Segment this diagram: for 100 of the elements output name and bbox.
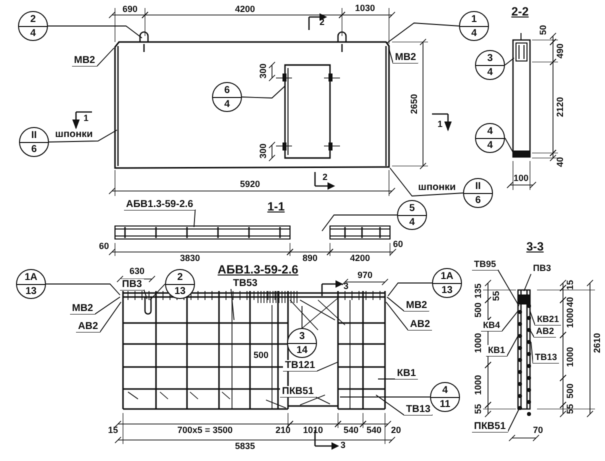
part-label: АБВ1.3-59-2.6 (124, 199, 196, 210)
callout-circle (432, 268, 462, 298)
dimension-value: 40 (565, 297, 575, 307)
callout-number: 4 (408, 217, 416, 228)
callout-circle (459, 11, 489, 41)
callout-number: 4 (486, 126, 494, 137)
dimension-value: 1030 (354, 3, 376, 13)
dimension-value: 210 (275, 425, 291, 435)
dimension-value: 700x5 = 3500 (177, 425, 233, 435)
section-title: 3-3 (526, 240, 544, 254)
dimension-value: 500 (253, 350, 269, 360)
dimension-value: 55 (491, 291, 501, 301)
part-label: КВ4 (481, 320, 502, 331)
dimension-value: 3830 (180, 253, 200, 263)
callout-number: 1 (470, 14, 478, 25)
dimension-value: 300 (258, 143, 268, 159)
callout-number: 4 (223, 99, 231, 110)
callout-number: 14 (295, 345, 309, 356)
callout-circle (397, 200, 427, 230)
part-label: ПКВ51 (472, 421, 508, 432)
callout-circle (430, 382, 460, 412)
dimension-value: 540 (343, 425, 359, 435)
dimension-value: 1010 (302, 425, 324, 435)
leader-line (48, 130, 118, 142)
dimension-value: 50 (538, 25, 548, 35)
section-mark-number: 2 (322, 172, 328, 182)
part-label: АВ2 (408, 319, 432, 330)
leader-line (504, 58, 514, 66)
dimension-value: 2120 (555, 96, 565, 118)
part-label: ТВ13 (404, 404, 432, 415)
callout-number: 1А (24, 272, 38, 283)
part-label: МВ2 (404, 300, 430, 311)
callout-number: 13 (173, 286, 187, 297)
part-label: шпонки (418, 183, 456, 193)
dimension-value: 100 (513, 173, 529, 183)
leader-line (242, 86, 286, 98)
dimension-value: 500 (473, 302, 483, 318)
dimension-value: 70 (533, 425, 543, 435)
leader-line (388, 282, 432, 296)
leader-line (340, 396, 430, 398)
section-title: АБВ1.3-59-2.6 (218, 264, 298, 276)
dimension-value: 1000 (473, 374, 483, 396)
leader-line (46, 284, 120, 296)
callout-number: 13 (440, 285, 454, 296)
part-label: КВ1 (486, 345, 507, 356)
part-label: ТВ121 (283, 360, 318, 371)
section-mark-number: 3 (340, 440, 346, 450)
callout-number: 3 (298, 331, 306, 342)
section-mark-number: 1 (438, 119, 442, 129)
dimension-value: 40 (555, 157, 565, 167)
callout-circle (19, 127, 49, 157)
part-label: ТВ13 (533, 352, 560, 363)
part-label: МВ2 (72, 55, 98, 66)
callout-number: 4 (470, 28, 478, 39)
callout-circle (287, 328, 317, 358)
dimension-value: 970 (357, 270, 373, 280)
dimension-value: 490 (555, 43, 565, 59)
leader-line (386, 22, 460, 44)
callout-circle (475, 123, 505, 153)
leader-line (504, 138, 514, 154)
leader-line (48, 26, 142, 38)
callout-number: 4 (441, 385, 449, 396)
dimension-value: 60 (393, 239, 403, 249)
leader-line (322, 214, 398, 232)
callout-number: 6 (30, 144, 38, 155)
dimension-value: 135 (473, 283, 483, 299)
part-label: АВ2 (76, 321, 100, 332)
leader-line (150, 284, 166, 300)
dimension-value: 20 (391, 425, 401, 435)
callout-number: 5 (408, 203, 416, 214)
callout-circle (16, 269, 46, 299)
callout-circle (165, 269, 195, 299)
part-label: МВ2 (393, 52, 418, 63)
part-label: МВ2 (70, 303, 96, 314)
callout-number: 2 (29, 14, 37, 25)
callout-number: 4 (29, 28, 37, 39)
dimension-value: 890 (302, 253, 318, 263)
callout-circle (463, 178, 493, 208)
dimension-value: 300 (258, 63, 268, 79)
callout-number: 2 (176, 272, 184, 283)
dimension-value: 5835 (234, 441, 256, 451)
callout-number: 3 (486, 53, 494, 64)
dimension-value: 630 (129, 266, 145, 276)
callout-number: II (474, 181, 482, 192)
section-mark-number: 1 (84, 113, 88, 123)
part-label: шпонки (55, 130, 93, 140)
dimension-value: 60 (99, 241, 109, 251)
callout-number: 1А (440, 271, 454, 282)
dimension-value: 55 (473, 404, 483, 414)
dimension-value: 1000 (565, 308, 575, 328)
part-label: КВ21 (535, 314, 562, 325)
callout-circle (212, 82, 242, 112)
section-mark-number: 3 (344, 281, 348, 291)
part-label: ПВ3 (531, 263, 553, 274)
dimension-value: 15 (565, 280, 575, 290)
dimension-value: 1000 (565, 346, 575, 368)
callout-number: 4 (486, 140, 494, 151)
wall-panel-drawing (112, 31, 391, 170)
callout-circle (475, 50, 505, 80)
dimension-value: 4200 (234, 4, 256, 14)
